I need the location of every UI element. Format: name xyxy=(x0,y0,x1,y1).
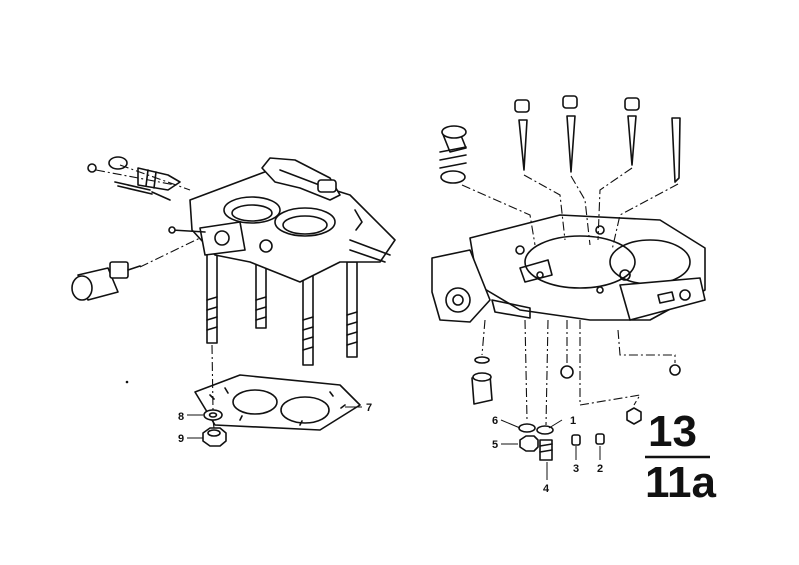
left-carburetor-body xyxy=(189,157,396,366)
callout-8: 8 xyxy=(178,411,184,423)
group-number: 13 xyxy=(648,407,697,456)
right-top-screws xyxy=(514,95,681,251)
right-throttle-body xyxy=(431,214,706,323)
left-leaders xyxy=(187,406,362,439)
section-page-badge: 13 11a xyxy=(645,407,717,507)
left-gasket xyxy=(194,374,361,431)
callout-6: 6 xyxy=(492,415,498,427)
print-speck xyxy=(125,380,129,384)
callout-5: 5 xyxy=(492,439,498,451)
right-spring-cap xyxy=(439,125,536,246)
left-small-parts xyxy=(71,156,206,301)
right-lower-parts xyxy=(471,319,681,461)
page-number: 11a xyxy=(645,458,717,507)
callout-9: 9 xyxy=(178,433,184,445)
callout-labels: 8 9 7 6 1 5 3 2 4 xyxy=(178,402,603,495)
callout-4: 4 xyxy=(543,483,550,495)
callout-7: 7 xyxy=(366,402,372,414)
right-leaders xyxy=(500,419,601,480)
left-washer-and-nut xyxy=(202,344,227,447)
callout-3: 3 xyxy=(573,463,579,475)
callout-1: 1 xyxy=(570,415,576,427)
callout-2: 2 xyxy=(597,463,603,475)
